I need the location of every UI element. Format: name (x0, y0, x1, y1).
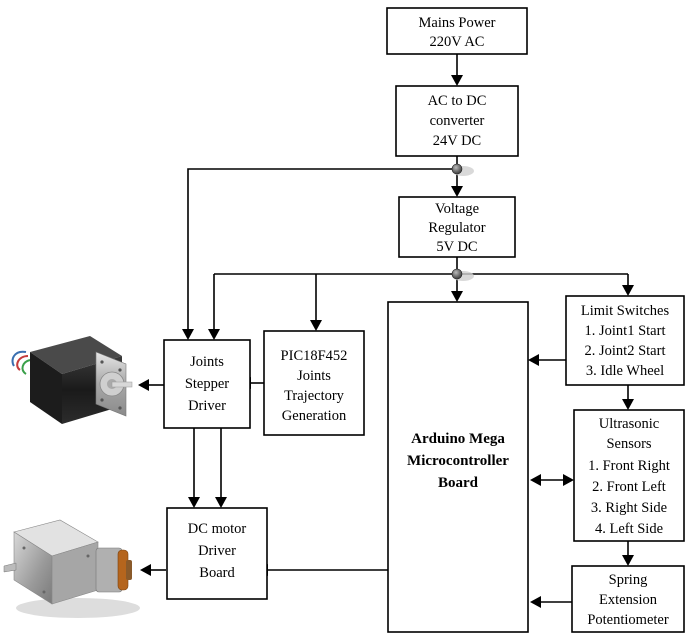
block-arduino-mega: Arduino Mega Microcontroller Board (387, 301, 529, 633)
block-label-line: Sensors (606, 436, 651, 452)
block-label-line: 3. Right Side (591, 500, 667, 516)
block-label-line: Driver (188, 398, 226, 414)
block-label-line: 3. Idle Wheel (586, 363, 664, 379)
block-label-line: Spring (609, 572, 648, 588)
block-label-line: Driver (198, 543, 236, 559)
block-label-line: Potentiometer (587, 612, 669, 628)
block-label-line: 1. Front Right (588, 458, 670, 474)
block-label-line: 2. Joint2 Start (585, 343, 666, 359)
block-label-line: 2. Front Left (592, 479, 666, 495)
block-ac-dc-converter: AC to DC converter 24V DC (395, 85, 519, 157)
block-pic-controller: PIC18F452 Joints Trajectory Generation (263, 330, 365, 436)
block-limit-switches: Limit Switches 1. Joint1 Start 2. Joint2… (565, 295, 685, 386)
block-label-line: Joints (190, 354, 224, 370)
block-label-line: Regulator (428, 220, 485, 236)
dc-gear-motor-image (3, 519, 140, 618)
block-label-line: Generation (282, 408, 347, 424)
block-label-line: Board (438, 475, 479, 491)
junction-nodes (451, 163, 474, 281)
block-label-line: Mains Power (419, 15, 496, 31)
block-spring-potentiometer: Spring Extension Potentiometer (571, 565, 685, 633)
block-label-line: converter (430, 113, 485, 129)
block-label-line: 220V AC (430, 34, 485, 50)
block-label-line: Ultrasonic (599, 416, 659, 432)
block-label-line: Microcontroller (407, 453, 509, 469)
block-mains-power: Mains Power 220V AC (386, 7, 528, 55)
block-label-line: Arduino Mega (411, 431, 505, 447)
block-label-line: Board (199, 565, 235, 581)
block-label-line: 24V DC (433, 133, 481, 149)
block-label-line: Trajectory (284, 388, 345, 404)
wires (148, 54, 629, 603)
block-label-line: Extension (599, 592, 658, 608)
stepper-motor-image (11, 336, 133, 424)
block-label-line: 4. Left Side (595, 521, 663, 537)
block-label-line: AC to DC (428, 93, 487, 109)
block-label-line: 1. Joint1 Start (585, 323, 666, 339)
block-label-line: 5V DC (436, 239, 477, 255)
block-label-line: DC motor (188, 521, 247, 537)
block-ultrasonic-sensors: Ultrasonic Sensors 1. Front Right 2. Fro… (573, 409, 685, 542)
block-label-line: Stepper (185, 376, 229, 392)
block-label-line: Voltage (435, 201, 479, 217)
block-label-line: Limit Switches (581, 303, 670, 319)
block-dc-motor-driver: DC motor Driver Board (166, 507, 268, 600)
block-voltage-regulator: Voltage Regulator 5V DC (398, 196, 516, 258)
block-stepper-driver: Joints Stepper Driver (163, 339, 251, 429)
block-label-line: PIC18F452 (281, 348, 348, 364)
block-label-line: Joints (297, 368, 331, 384)
